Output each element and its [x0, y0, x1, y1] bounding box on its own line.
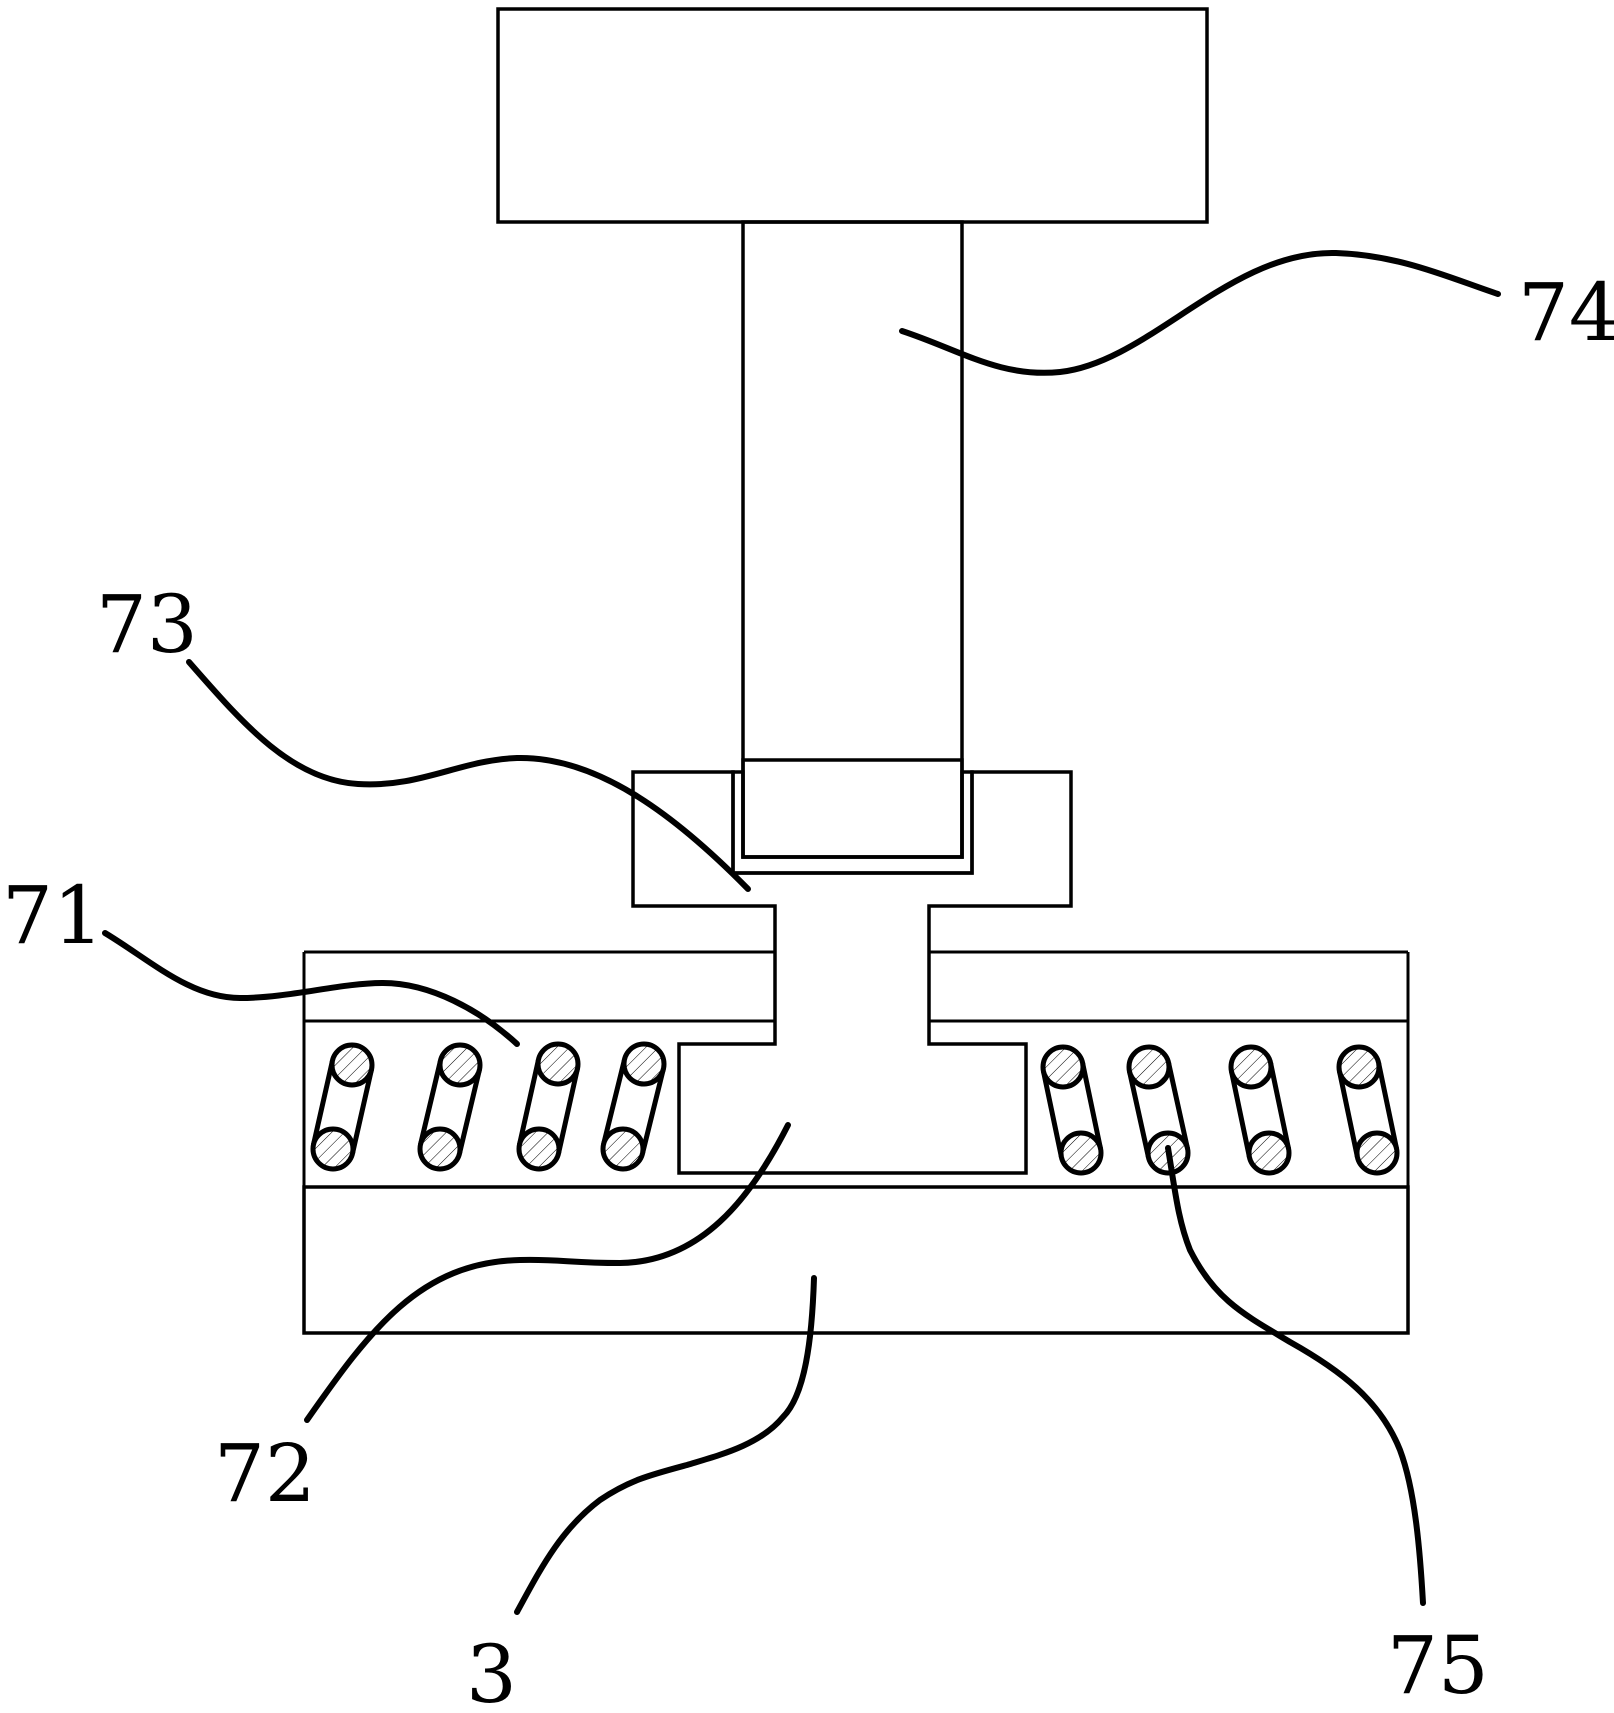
- leader-71: [102, 930, 520, 1047]
- spring-wire-section: [621, 1041, 667, 1087]
- spring-coil: [310, 1042, 375, 1172]
- spring-coil: [1040, 1044, 1104, 1176]
- t-slider: [631, 770, 1073, 1175]
- spring-coil-side: [1228, 1062, 1292, 1158]
- leader-3: [514, 1275, 817, 1615]
- spring-coil: [1126, 1044, 1191, 1176]
- spring-coil: [516, 1041, 581, 1172]
- spring-wire-section: [1336, 1044, 1382, 1090]
- spring-coil: [600, 1041, 667, 1172]
- label-73: 73: [96, 578, 198, 671]
- label-3: 3: [466, 1628, 517, 1713]
- spring-coil: [1336, 1044, 1400, 1176]
- label-71: 71: [2, 869, 104, 962]
- label-74: 74: [1518, 266, 1614, 359]
- leader-72: [304, 1122, 791, 1423]
- springs: [310, 1041, 1400, 1176]
- spring-wire-section: [1228, 1044, 1274, 1090]
- spring-wire-section: [535, 1041, 581, 1087]
- spring-coil: [1228, 1044, 1292, 1176]
- leader-73: [186, 659, 751, 892]
- spring-wire-section: [310, 1126, 356, 1172]
- leader-75: [1165, 1145, 1426, 1606]
- leader-74: [899, 249, 1501, 376]
- spring-wire-section: [1040, 1044, 1086, 1090]
- spring-wire-section: [1058, 1130, 1104, 1176]
- label-75: 75: [1387, 1619, 1489, 1712]
- spring-wire-section: [1246, 1130, 1292, 1176]
- spring-wire-section: [437, 1042, 483, 1088]
- spring-coil-side: [418, 1059, 482, 1155]
- spring-wire-section: [417, 1126, 463, 1172]
- spring-coil: [417, 1042, 483, 1172]
- spring-coil-side: [1336, 1062, 1400, 1158]
- spring-wire-section: [516, 1126, 562, 1172]
- spring-wire-section: [1126, 1044, 1172, 1090]
- spring-coil-side: [1040, 1062, 1104, 1158]
- spring-wire-section: [329, 1042, 375, 1088]
- spring-coil-side: [601, 1058, 666, 1155]
- top-plate: [496, 7, 1209, 224]
- housing: [302, 950, 1410, 1187]
- spring-wire-section: [600, 1126, 646, 1172]
- spring-wire-section: [1354, 1130, 1400, 1176]
- spring-coil-side: [517, 1059, 580, 1154]
- press-rod-bottom: [741, 758, 964, 859]
- spring-coil-side: [311, 1060, 374, 1154]
- label-72: 72: [214, 1427, 316, 1520]
- spring-coil-side: [1127, 1062, 1190, 1158]
- base-plate: [302, 1185, 1410, 1335]
